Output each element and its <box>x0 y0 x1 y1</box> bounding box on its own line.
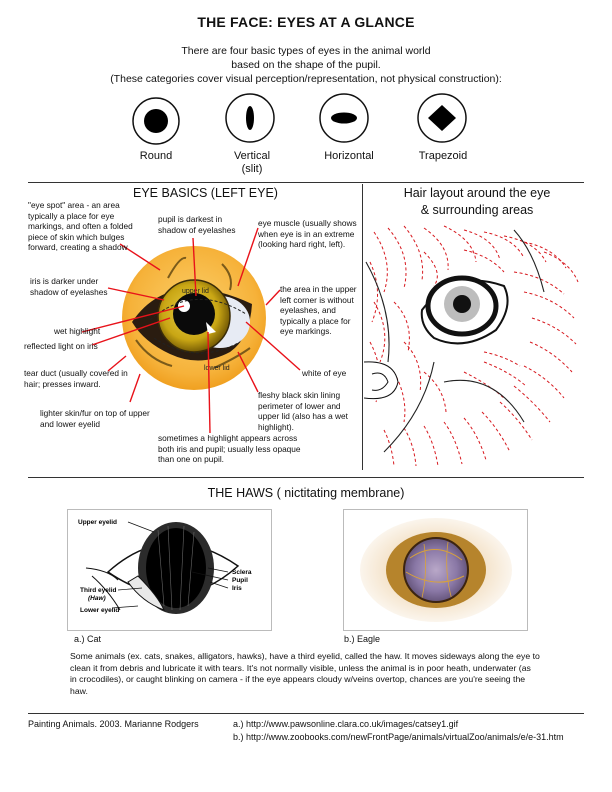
annotation-wet-highlight: wet highlight <box>54 326 101 336</box>
annotation-tear-duct: tear duct (usually covered in hair; pres… <box>24 368 128 389</box>
round-pupil-icon <box>132 97 180 145</box>
intro-line-1: There are four basic types of eyes in th… <box>181 45 431 57</box>
intro-line-2: based on the shape of the pupil. <box>231 59 381 71</box>
round-label: Round <box>139 150 173 162</box>
cat-label-iris: Iris <box>232 585 242 592</box>
annotation-white-of-eye: white of eye <box>302 368 347 378</box>
divider-vertical <box>362 184 363 470</box>
annotation-eye-spot: "eye spot" area - an area typically a pl… <box>28 200 133 252</box>
vertical-sub-label: (slit) <box>241 163 263 175</box>
hair-layout-diagram <box>364 225 579 467</box>
hair-layout-heading-1: Hair layout around the eye <box>403 186 551 200</box>
eye-basics-heading: EYE BASICS (LEFT EYE) <box>133 186 278 200</box>
cat-label-haw: (Haw) <box>88 595 106 602</box>
caption-eagle: b.) Eagle <box>344 634 381 644</box>
vertical-label: Vertical <box>233 150 271 162</box>
haws-paragraph: Some animals (ex. cats, snakes, alligato… <box>70 651 540 696</box>
horizontal-pupil-icon <box>319 93 369 143</box>
hair-layout-heading-2: & surrounding areas <box>420 203 534 217</box>
divider-bottom <box>28 713 584 714</box>
lower-lid-label: lower lid <box>204 365 230 372</box>
divider-middle <box>28 477 584 478</box>
page-title: THE FACE: EYES AT A GLANCE <box>197 14 415 30</box>
intro-line-3: (These categories cover visual perceptio… <box>110 73 502 85</box>
cat-label-third-eyelid: Third eyelid <box>80 587 117 594</box>
eagle-eye-figure <box>343 509 528 631</box>
eagle-eye-illustration <box>360 518 512 622</box>
footer-ref-b[interactable]: b.) http://www.zoobooks.com/newFrontPage… <box>233 732 564 742</box>
footer-ref-a[interactable]: a.) http://www.pawsonline.clara.co.uk/im… <box>233 719 459 729</box>
annotation-fleshy-skin: fleshy black skin lining perimeter of lo… <box>258 390 348 432</box>
cat-label-lower-eyelid: Lower eyelid <box>80 607 119 614</box>
annotation-lighter-skin: lighter skin/fur on top of upper and low… <box>40 408 150 429</box>
caption-cat: a.) Cat <box>74 634 102 644</box>
divider-top <box>28 182 584 183</box>
cat-eye-illustration: Upper eyelid Sclera Pupil Iris Third eye… <box>78 519 252 614</box>
cat-label-upper-eyelid: Upper eyelid <box>78 519 117 526</box>
cat-label-sclera: Sclera <box>232 569 252 576</box>
cat-label-pupil: Pupil <box>232 577 248 584</box>
vertical-pupil-icon <box>225 93 275 143</box>
annotation-reflected-light: reflected light on iris <box>24 341 98 351</box>
trapezoid-label: Trapezoid <box>418 150 468 162</box>
annotation-pupil: pupil is darkest in shadow of eyelashes <box>158 214 236 235</box>
eye-diagram: upper lid lower lid <box>122 246 266 390</box>
haws-heading: THE HAWS ( nictitating membrane) <box>207 486 405 500</box>
horizontal-label: Horizontal <box>324 150 374 162</box>
cat-eye-figure: Upper eyelid Sclera Pupil Iris Third eye… <box>67 509 272 631</box>
trapezoid-pupil-icon <box>417 93 467 143</box>
annotation-iris: iris is darker under shadow of eyelashes <box>30 276 108 297</box>
footer-credit: Painting Animals. 2003. Marianne Rodgers <box>28 719 199 729</box>
annotation-upper-left-corner: the area in the upper left corner is wit… <box>280 284 357 336</box>
annotation-eye-muscle: eye muscle (usually shows when eye is in… <box>258 218 357 249</box>
annotation-highlight-across: sometimes a highlight appears across bot… <box>158 433 301 464</box>
